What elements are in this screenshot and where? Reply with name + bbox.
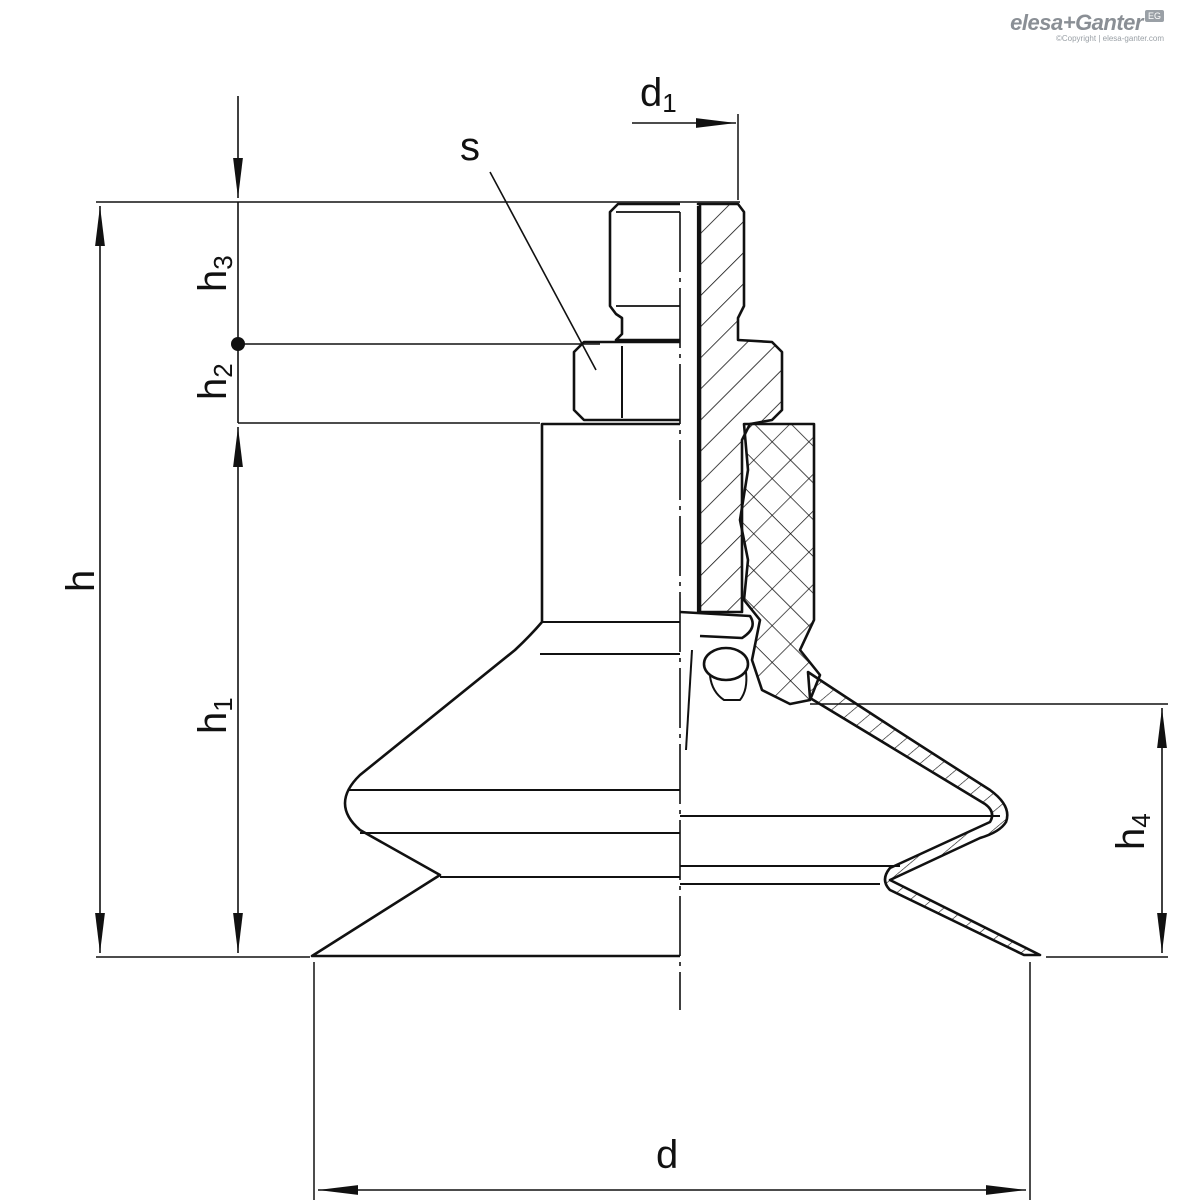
brand-name: elesa+Ganter xyxy=(1010,10,1143,35)
label-s: s xyxy=(460,125,480,169)
label-h3: h3 xyxy=(191,255,238,292)
label-d: d xyxy=(656,1133,678,1177)
label-d1: d1 xyxy=(640,71,677,118)
label-h2: h2 xyxy=(191,363,238,400)
brand-badge: EG xyxy=(1144,10,1164,22)
suction-cup-outline xyxy=(310,202,680,958)
label-h4: h4 xyxy=(1109,813,1156,850)
dimension-dot xyxy=(231,337,245,351)
copyright-text: ©Copyright | elesa-ganter.com xyxy=(1055,34,1164,43)
dimension-arrows xyxy=(95,96,1167,1195)
label-h1: h1 xyxy=(191,697,238,734)
label-h: h xyxy=(59,570,103,592)
dimension-lines xyxy=(96,114,1168,1200)
suction-cup-section xyxy=(679,202,1042,957)
